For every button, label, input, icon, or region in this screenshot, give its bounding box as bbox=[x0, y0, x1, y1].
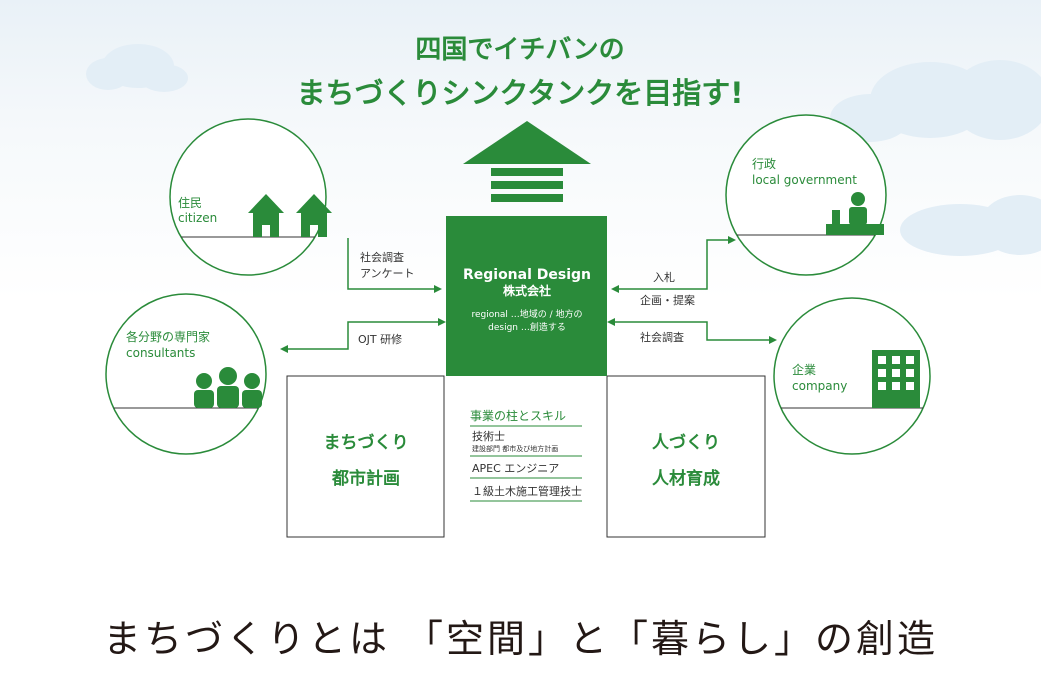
company-name-jp: 株式会社 bbox=[503, 283, 551, 298]
company-label-en: company bbox=[792, 379, 847, 393]
company-desc-line1: regional …地域の / 地方の bbox=[471, 308, 582, 320]
skill-item-2: APEC エンジニア bbox=[472, 462, 559, 475]
pillar-right-box bbox=[606, 375, 766, 538]
up-arrow-icon bbox=[463, 121, 591, 202]
circle-company: 企業 company bbox=[773, 297, 931, 455]
people-icon bbox=[194, 367, 262, 408]
title-line1: 四国でイチバンの bbox=[415, 35, 624, 65]
government-label-en: local government bbox=[752, 173, 857, 187]
label-survey-line2: アンケート bbox=[360, 267, 415, 280]
official-icon bbox=[826, 192, 884, 235]
center-company-box bbox=[446, 216, 607, 376]
arrow-bid bbox=[611, 236, 736, 293]
label-bid: 入札 bbox=[653, 271, 675, 284]
skills-heading: 事業の柱とスキル bbox=[470, 408, 566, 423]
pillar-right-line2: 人材育成 bbox=[652, 468, 720, 489]
company-label-jp: 企業 bbox=[792, 362, 816, 377]
label-ojt: OJT 研修 bbox=[358, 332, 402, 346]
residents-label-en: citizen bbox=[178, 211, 217, 225]
circle-residents: 住民 citizen bbox=[169, 118, 332, 276]
headline: まちづくりとは 「空間」と「暮らし」の創造 bbox=[102, 617, 939, 661]
title-line2: まちづくりシンクタンクを目指す! bbox=[296, 76, 743, 110]
label-social-survey: 社会調査 bbox=[640, 330, 684, 344]
residents-label-jp: 住民 bbox=[178, 196, 202, 210]
pillar-right-line1: 人づくり bbox=[652, 433, 720, 453]
arrow-social-survey bbox=[607, 318, 777, 344]
pillar-left-box bbox=[286, 375, 445, 538]
circle-government: 行政 local government bbox=[725, 114, 887, 276]
label-survey-line1: 社会調査 bbox=[360, 250, 404, 264]
building-icon bbox=[872, 350, 920, 408]
skill-item-3: １級土木施工管理技士 bbox=[472, 484, 582, 498]
company-name-en: Regional Design bbox=[463, 267, 591, 283]
company-desc-line2: design …創造する bbox=[488, 321, 566, 333]
pillar-left-line1: まちづくり bbox=[324, 433, 409, 453]
circle-experts: 各分野の専門家 consultants bbox=[105, 293, 267, 455]
pillar-left-line2: 都市計画 bbox=[331, 468, 400, 489]
house-icon bbox=[248, 194, 332, 237]
experts-label-jp: 各分野の専門家 bbox=[126, 329, 210, 344]
arrow-survey bbox=[347, 238, 442, 293]
skill-item-1: 技術士 bbox=[472, 430, 505, 443]
arrow-ojt bbox=[280, 318, 446, 353]
skill-item-1-sub: 建設部門 都市及び地方計画 bbox=[472, 444, 558, 453]
label-proposal: 企画・提案 bbox=[640, 293, 695, 307]
diagram: 四国でイチバンの まちづくりシンクタンクを目指す! Regional Desig… bbox=[86, 35, 1041, 538]
experts-label-en: consultants bbox=[126, 346, 195, 360]
government-label-jp: 行政 bbox=[752, 157, 776, 171]
